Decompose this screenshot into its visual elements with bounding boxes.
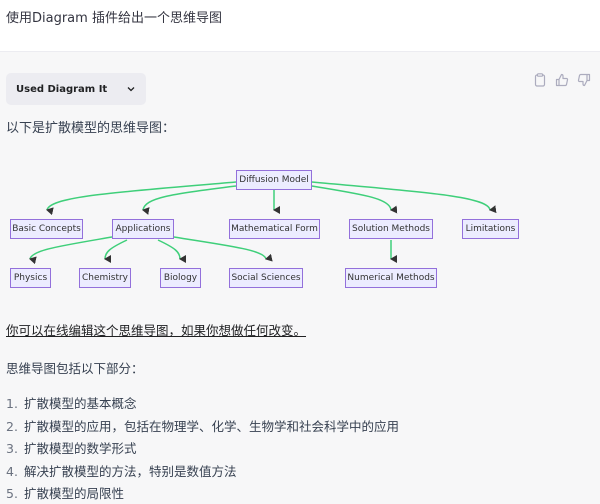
node-chemistry: Chemistry bbox=[79, 268, 131, 288]
node-physics: Physics bbox=[10, 268, 51, 288]
list-item: 3.扩散模型的数学形式 bbox=[6, 441, 137, 456]
thumbs-up-button[interactable] bbox=[554, 72, 570, 88]
copy-button[interactable] bbox=[532, 72, 548, 88]
edit-diagram-link[interactable]: 你可以在线编辑这个思维导图，如果你想做任何改变。 bbox=[6, 323, 307, 338]
node-mathematical-form: Mathematical Form bbox=[229, 219, 320, 239]
edge-apps-social bbox=[173, 236, 273, 262]
plugin-used-toggle[interactable]: Used Diagram It bbox=[6, 73, 146, 105]
node-limitations: Limitations bbox=[462, 219, 519, 239]
edge-root-solution bbox=[311, 185, 398, 214]
edge-apps-physics bbox=[29, 236, 113, 265]
message-actions bbox=[532, 72, 592, 88]
list-item: 4.解决扩散模型的方法，特别是数值方法 bbox=[6, 463, 237, 479]
node-biology: Biology bbox=[160, 268, 201, 288]
edge-apps-chemistry bbox=[104, 239, 128, 264]
thumbs-down-button[interactable] bbox=[576, 72, 592, 88]
user-message: 使用Diagram 插件给出一个思维导图 bbox=[0, 0, 600, 52]
node-solution-methods: Solution Methods bbox=[349, 219, 433, 239]
node-numerical-methods: Numerical Methods bbox=[345, 268, 437, 288]
mind-map-edges bbox=[29, 181, 497, 265]
edge-root-apps bbox=[142, 185, 237, 215]
node-social-sciences: Social Sciences bbox=[229, 268, 303, 288]
edge-root-limits bbox=[311, 181, 497, 214]
clipboard-icon bbox=[534, 73, 546, 87]
list-item: 2.扩散模型的应用，包括在物理学、化学、生物学和社会科学中的应用 bbox=[6, 418, 400, 434]
summary-text: 思维导图包括以下部分： bbox=[6, 361, 144, 376]
list-item: 1.扩散模型的基本概念 bbox=[6, 396, 137, 411]
plugin-used-label: Used Diagram It bbox=[16, 83, 108, 95]
thumbs-down-icon bbox=[577, 73, 591, 87]
list-item: 5.扩散模型的局限性 bbox=[6, 486, 125, 501]
mind-map-diagram: Diffusion Model Basic Concepts Applicati… bbox=[0, 158, 600, 298]
summary-list: 1.扩散模型的基本概念 2.扩散模型的应用，包括在物理学、化学、生物学和社会科学… bbox=[6, 393, 399, 504]
node-diffusion-model: Diffusion Model bbox=[236, 170, 312, 190]
intro-text: 以下是扩散模型的思维导图： bbox=[6, 121, 176, 136]
chevron-down-icon bbox=[126, 84, 136, 94]
node-basic-concepts: Basic Concepts bbox=[10, 219, 83, 239]
assistant-message: Used Diagram It 以下是扩散模型的思维导图： bbox=[0, 53, 600, 504]
thumbs-up-icon bbox=[555, 73, 569, 87]
node-applications: Applications bbox=[112, 219, 174, 239]
user-message-text: 使用Diagram 插件给出一个思维导图 bbox=[6, 11, 222, 26]
edge-apps-biology bbox=[157, 239, 187, 263]
edge-root-basic bbox=[46, 181, 237, 216]
